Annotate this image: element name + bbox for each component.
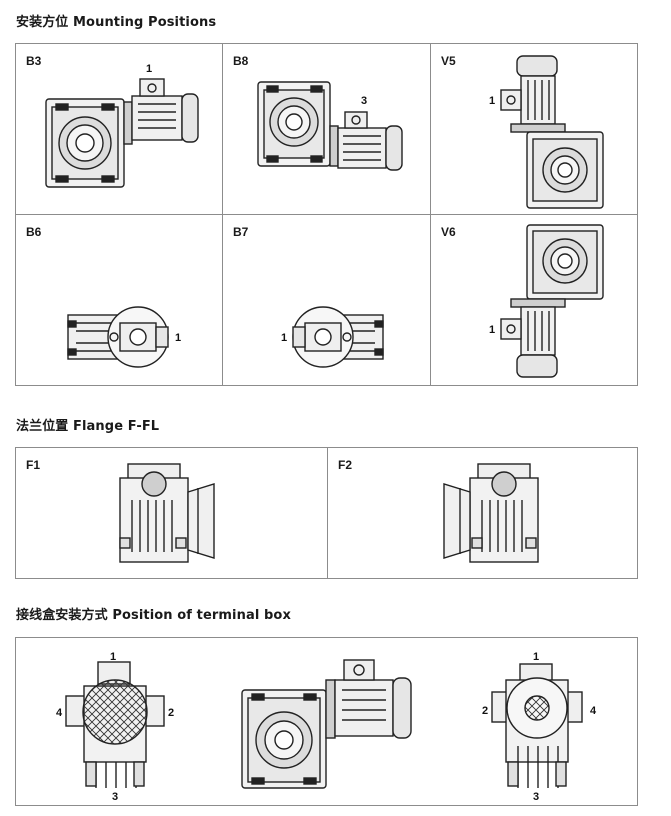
position-number: 3 (533, 791, 539, 803)
terminal-box-drawings: 1 2 3 4 (56, 651, 597, 803)
grid-divider (16, 214, 637, 215)
flange-title: 法兰位置 Flange F-FL (16, 419, 160, 434)
position-number: 4 (590, 705, 597, 717)
position-number: 3 (112, 791, 118, 803)
position-number: 1 (110, 651, 116, 663)
f1-flange-drawing (119, 463, 215, 563)
position-number: 1 (533, 651, 539, 663)
flange-label: F1 (26, 458, 41, 472)
callout-number: 1 (489, 95, 495, 107)
mounting-label: B3 (26, 54, 42, 68)
flange-cell-f2: F2 (328, 448, 638, 578)
mounting-cell-b3: B3 1 (16, 44, 222, 214)
b7-gearbox-drawing: 1 (281, 306, 384, 368)
mounting-label: V6 (441, 225, 456, 239)
mounting-cell-b8: B8 3 (223, 44, 430, 214)
mounting-label: B8 (233, 54, 249, 68)
terminal-box-title: 接线盒安装方式 Position of terminal box (16, 608, 291, 623)
callout-number: 1 (281, 332, 287, 344)
b8-gearbox-drawing: 3 (257, 81, 403, 171)
mounting-label: B7 (233, 225, 249, 239)
terminal-box-panel: 1 2 3 4 (15, 637, 638, 806)
mounting-label: B6 (26, 225, 42, 239)
callout-number: 3 (361, 95, 367, 107)
flange-cell-f1: F1 (16, 448, 327, 578)
callout-number: 1 (175, 332, 181, 344)
b3-gearbox-drawing: 1 (45, 63, 199, 188)
b6-gearbox-drawing: 1 (67, 306, 181, 368)
mounting-cell-b6: B6 1 (16, 215, 222, 385)
grid-divider (327, 448, 328, 578)
terminal-positions-left (65, 661, 165, 788)
mounting-positions-grid: B3 1 (15, 43, 638, 386)
position-number: 2 (482, 705, 488, 717)
mounting-cell-b7: B7 1 (223, 215, 430, 385)
callout-number: 1 (146, 63, 152, 75)
v6-gearbox-drawing: 1 (489, 224, 604, 378)
position-number: 2 (168, 707, 174, 719)
mounting-cell-v5: V5 1 (431, 44, 637, 214)
mounting-label: V5 (441, 54, 456, 68)
terminal-side-view (241, 659, 412, 789)
mounting-cell-v6: V6 1 (431, 215, 637, 385)
f2-flange-drawing (443, 463, 539, 563)
position-number: 4 (56, 707, 63, 719)
mounting-positions-title: 安装方位 Mounting Positions (16, 15, 217, 30)
callout-number: 1 (489, 324, 495, 336)
terminal-positions-right (491, 663, 583, 788)
flange-grid: F1 F2 (15, 447, 638, 579)
v5-gearbox-drawing: 1 (489, 55, 604, 209)
flange-label: F2 (338, 458, 353, 472)
